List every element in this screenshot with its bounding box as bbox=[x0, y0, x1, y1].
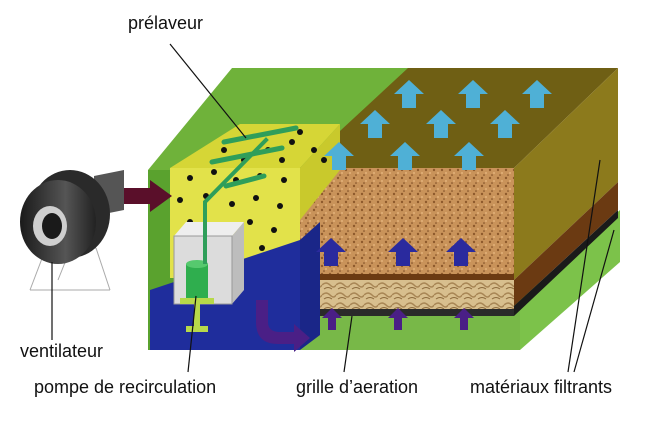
sprayer-bars bbox=[209, 125, 299, 189]
air-inlet-arrow bbox=[118, 180, 172, 212]
pump-housing-right bbox=[232, 222, 244, 304]
recirculation-pipe bbox=[203, 137, 269, 264]
black-layer-right bbox=[514, 210, 618, 316]
air-arrows-under-grid bbox=[322, 308, 474, 330]
label-prelaveur: prélaveur bbox=[128, 13, 204, 33]
prelaveur-top bbox=[170, 124, 340, 168]
air-downturn-arrow bbox=[256, 300, 310, 352]
fan-inlet bbox=[42, 213, 62, 239]
biofilter-right bbox=[514, 68, 618, 280]
prelaveur-right-face bbox=[300, 124, 340, 220]
air-arrows-exit bbox=[324, 80, 552, 170]
pump-foot-stem bbox=[194, 304, 200, 328]
label-materiaux-filtrants: matériaux filtrants bbox=[470, 377, 613, 397]
pump-base bbox=[180, 298, 214, 304]
pump-housing-top bbox=[174, 222, 244, 236]
pump-body bbox=[186, 264, 208, 298]
brown-band bbox=[300, 274, 514, 280]
label-ventilateur: ventilateur bbox=[20, 341, 104, 361]
aeration-grid bbox=[300, 309, 514, 316]
pump-foot bbox=[186, 326, 208, 332]
box-right-outer bbox=[520, 210, 620, 350]
air-arrows-in-media bbox=[316, 238, 476, 266]
label-pompe-de-recirculation: pompe de recirculation bbox=[34, 377, 217, 397]
pump-cap bbox=[186, 260, 208, 268]
leader-lines bbox=[51, 43, 615, 373]
filter-media-bark bbox=[300, 280, 514, 310]
water-tank-right bbox=[300, 222, 320, 350]
label-grille-aeration: grille d’aeration bbox=[296, 377, 419, 397]
